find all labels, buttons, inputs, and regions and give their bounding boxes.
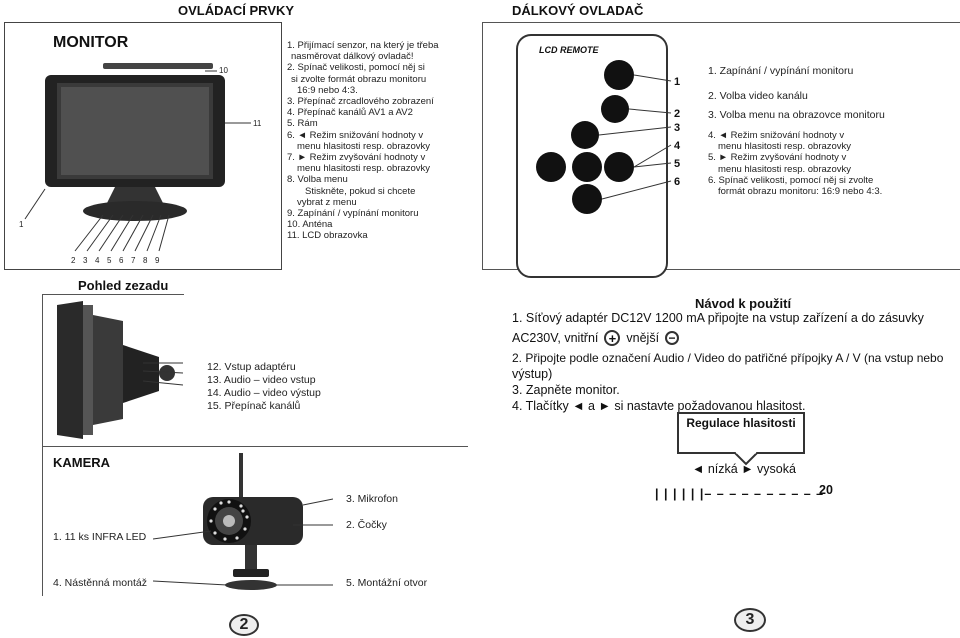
callout-2: 2 (71, 256, 76, 265)
list-item: vybrat z menu (297, 196, 357, 208)
list-item: 5. ► Režim zvyšování hodnoty v (708, 152, 847, 164)
callout-6: 6 (119, 256, 124, 265)
remote-callout-2: 2 (674, 108, 680, 120)
list-item: menu hlasitosti resp. obrazovky (718, 163, 852, 175)
instruction-line-5: 3. Zapněte monitor. (512, 383, 620, 397)
instructions-block: 1. Síťový adaptér DC12V 1200 mA připojte… (512, 310, 957, 414)
volume-heading-box: Regulace hlasitosti (677, 412, 805, 454)
remote-callout-4: 4 (674, 140, 681, 152)
camera-frame: KAMERA 1. 11 ks INFRA LED 4. Nástěnná mo… (42, 446, 468, 596)
list-item: 16:9 nebo 4:3. (297, 84, 358, 96)
callout-5: 5 (107, 256, 112, 265)
monitor-illustration: MONITOR 10 11 1 2 3 4 (19, 34, 262, 265)
camera-heading: KAMERA (53, 455, 111, 470)
list-item: 1. Přijímací senzor, na který je třeba (287, 40, 439, 51)
list-item: 8. Volba menu (287, 174, 348, 186)
callout-10: 10 (219, 66, 228, 75)
list-item: 14. Audio – video výstup (207, 387, 321, 399)
list-item: 12. Vstup adaptéru (207, 361, 296, 373)
volume-level: 20 (819, 483, 833, 497)
speech-bubble-tail-icon (733, 452, 759, 466)
page-number-right: 3 (734, 608, 766, 632)
instruction-line-6: 4. Tlačítky ◄ a ► si nastavte požadovano… (512, 399, 806, 413)
list-item: 13. Audio – video vstup (207, 374, 316, 386)
list-item: 6. ◄ Režim snižování hodnoty v (287, 129, 424, 141)
remote-callout-5: 5 (674, 158, 680, 170)
remote-panel: LCD REMOTE 1 2 3 4 5 6 1. Zapínání / vyp… (482, 22, 960, 278)
callout-11: 11 (253, 119, 262, 128)
list-item: 6. Spínač velikosti, pomocí něj si zvolt… (708, 174, 874, 186)
remote-callout-3: 3 (674, 122, 680, 134)
list-item: 3. Volba menu na obrazovce monitoru (708, 109, 885, 121)
instruction-line-3: 2. Připojte podle označení Audio / Video… (512, 351, 944, 365)
list-item: menu hlasitosti resp. obrazovky (297, 163, 431, 175)
bottom-view-heading: Pohled zezadu (78, 278, 169, 293)
bottom-view-frame (42, 294, 184, 446)
remote-illustration: LCD REMOTE 1 2 3 4 5 6 (516, 34, 681, 278)
list-item: 3. Přepínač zrcadlového zobrazení (287, 96, 434, 108)
list-item: 15. Přepínač kanálů (207, 400, 301, 412)
bottom-items-list: 12. Vstup adaptéru 13. Audio – video vst… (207, 361, 347, 413)
list-item: Stiskněte, pokud si chcete (305, 185, 416, 197)
remote-heading: DÁLKOVÝ OVLADAČ (512, 3, 644, 18)
callout-1: 1 (19, 220, 24, 229)
list-item: 9. Zapínání / vypínání monitoru (287, 208, 419, 220)
monitor-image-title: MONITOR (53, 34, 129, 51)
list-item: 4. ◄ Režim snižování hodnoty v (708, 130, 845, 141)
instruction-line-2b: vnější (626, 331, 660, 345)
volume-low-high: ◄ nízká ► vysoká (692, 462, 796, 476)
callout-4: 4 (95, 256, 100, 265)
list-item: 11. LCD obrazovka (287, 230, 368, 242)
callout-9: 9 (155, 256, 160, 265)
camera-wall-label: 4. Nástěnná montáž (53, 577, 147, 589)
remote-callout-6: 6 (674, 176, 680, 188)
camera-mount-label: 5. Montážní otvor (346, 577, 428, 589)
camera-mic-label: 3. Mikrofon (346, 493, 398, 505)
list-item: 4. Přepínač kanálů AV1 a AV2 (287, 107, 413, 119)
instructions-heading: Návod k použití (695, 296, 792, 311)
list-item: menu hlasitosti resp. obrazovky (297, 140, 431, 152)
monitor-items-list: 1. Přijímací senzor, na který je třeba n… (287, 40, 467, 242)
list-item: 1. Zapínání / vypínání monitoru (708, 65, 854, 77)
remote-items-list: 1. Zapínání / vypínání monitoru 2. Volba… (708, 65, 958, 197)
bottom-view-illustration (57, 301, 184, 439)
volume-heading: Regulace hlasitosti (686, 416, 796, 430)
list-item: menu hlasitosti resp. obrazovky (718, 141, 852, 153)
instruction-line-2: AC230V, vnitřní + vnější − (512, 330, 957, 346)
remote-callout-1: 1 (674, 76, 680, 88)
instruction-line-2a: AC230V, vnitřní (512, 331, 599, 345)
list-item: 10. Anténa (287, 219, 333, 231)
page-number-left: 2 (229, 614, 259, 636)
camera-infra-label: 1. 11 ks INFRA LED (53, 531, 147, 543)
list-item: nasměrovat dálkový ovladač! (291, 51, 414, 63)
list-item: si zvolte formát obrazu monitoru (291, 73, 427, 85)
list-item: 2. Volba video kanálu (708, 90, 808, 102)
controls-heading: OVLÁDACÍ PRVKY (178, 3, 295, 18)
monitor-panel: MONITOR 10 11 1 2 3 4 (4, 22, 282, 270)
instruction-line-1: 1. Síťový adaptér DC12V 1200 mA připojte… (512, 311, 924, 325)
list-item: 5. Rám (287, 118, 318, 130)
instruction-line-4: výstup) (512, 367, 553, 381)
volume-bar: | | | | | |– – – – – – – – – – (655, 487, 825, 501)
plus-icon: + (604, 330, 621, 346)
callout-7: 7 (131, 256, 136, 265)
minus-icon: − (665, 331, 680, 345)
callout-8: 8 (143, 256, 148, 265)
list-item: 7. ► Režim zvyšování hodnoty v (287, 152, 426, 164)
camera-illustration (153, 453, 333, 590)
remote-image-title: LCD REMOTE (539, 45, 599, 55)
callout-3: 3 (83, 256, 88, 265)
camera-lens-label: 2. Čočky (346, 519, 387, 531)
list-item: 2. Spínač velikosti, pomocí něj si (287, 62, 425, 74)
list-item: formát obrazu monitoru: 16:9 nebo 4:3. (718, 186, 883, 198)
